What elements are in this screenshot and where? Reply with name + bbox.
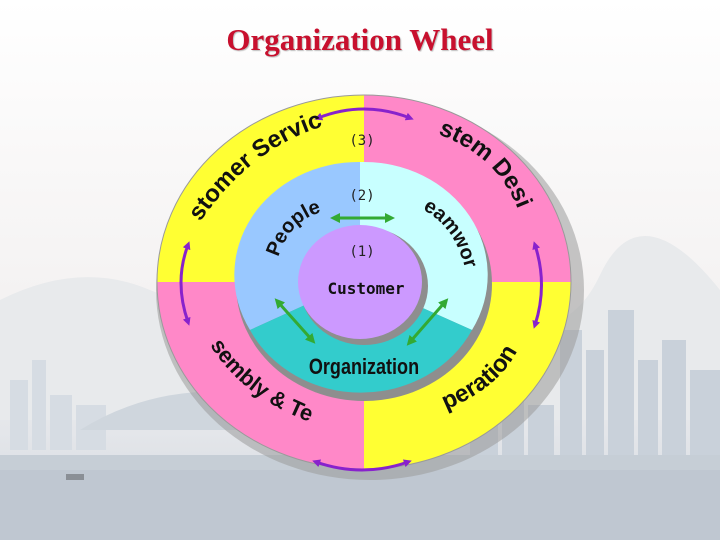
inner-ring-label: (1) (349, 244, 374, 260)
arrow-bottom (312, 459, 412, 472)
label-organization: Organization (309, 355, 419, 379)
arrow-green-left (274, 298, 316, 344)
middle-ring-label: (2) (349, 188, 374, 204)
outer-ring-label: (3) (349, 133, 374, 149)
arrow-right (532, 241, 543, 329)
arrow-green-right (406, 298, 449, 346)
arrow-left (179, 241, 191, 326)
arrow-top (314, 107, 414, 121)
center-label: Customer (327, 279, 404, 298)
page-title: Organization Wheel (226, 22, 494, 57)
center-customer-circle (298, 225, 422, 339)
